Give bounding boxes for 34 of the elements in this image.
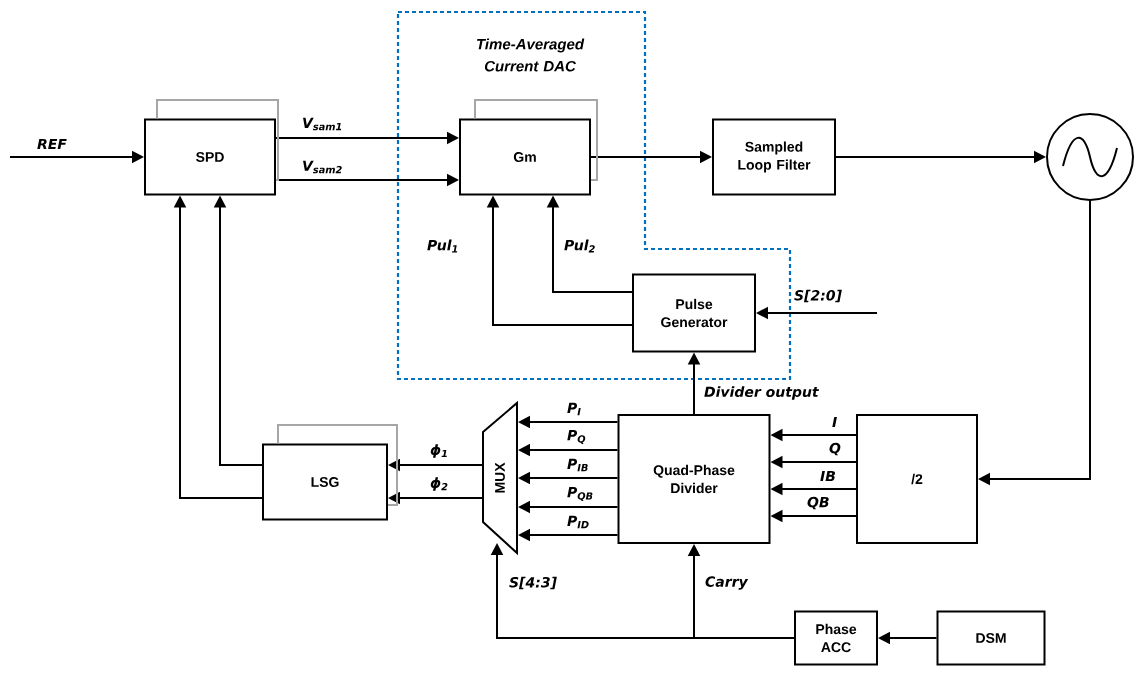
block: Sampled Loop Filter — [712, 118, 836, 196]
block: LSG — [262, 443, 388, 521]
edge-label: Q — [829, 442, 841, 456]
edge-label: S[4:3] — [509, 576, 557, 590]
block: Phase ACC — [794, 610, 878, 666]
block: Quad-Phase Divider — [617, 414, 771, 544]
edge-label: Divider output — [704, 386, 820, 400]
edge-label: QB — [807, 496, 829, 510]
edge-label: P$_{I}$ — [567, 402, 581, 416]
block: /2 — [856, 414, 978, 544]
edge-label: IB — [820, 470, 835, 482]
block: SPD — [144, 118, 276, 196]
block: Pulse Generator — [632, 273, 756, 353]
mux-trapezoid: MUX — [482, 400, 518, 556]
block: Gm — [459, 118, 591, 196]
block: DSM — [936, 610, 1046, 666]
edge-label: P$_{Q}$ — [567, 430, 586, 444]
feedback-line — [156, 99, 279, 181]
edge-label: Pul$_{2}$ — [564, 239, 595, 253]
edge-label: P$_{QB}$ — [567, 487, 593, 501]
edge-label: V$_{sam1}$ — [303, 117, 342, 131]
edge-label: Pul$_{1}$ — [427, 239, 458, 253]
edge-label: V$_{sam2}$ — [303, 160, 342, 174]
edge-label: REF — [37, 138, 67, 150]
edge-label: S[2:0] — [794, 289, 842, 303]
oscillator-symbol — [1046, 113, 1134, 201]
edge-label: ϕ$_{2}$ — [430, 477, 448, 491]
edge-label: Carry — [705, 576, 749, 590]
edge-label: ϕ$_{1}$ — [430, 444, 447, 458]
edge-label: P$_{ID}$ — [567, 515, 589, 529]
edge-label: P$_{IB}$ — [567, 458, 588, 472]
edge-label: I — [832, 416, 837, 428]
feedback-line — [277, 424, 398, 506]
feedback-line — [474, 99, 598, 181]
